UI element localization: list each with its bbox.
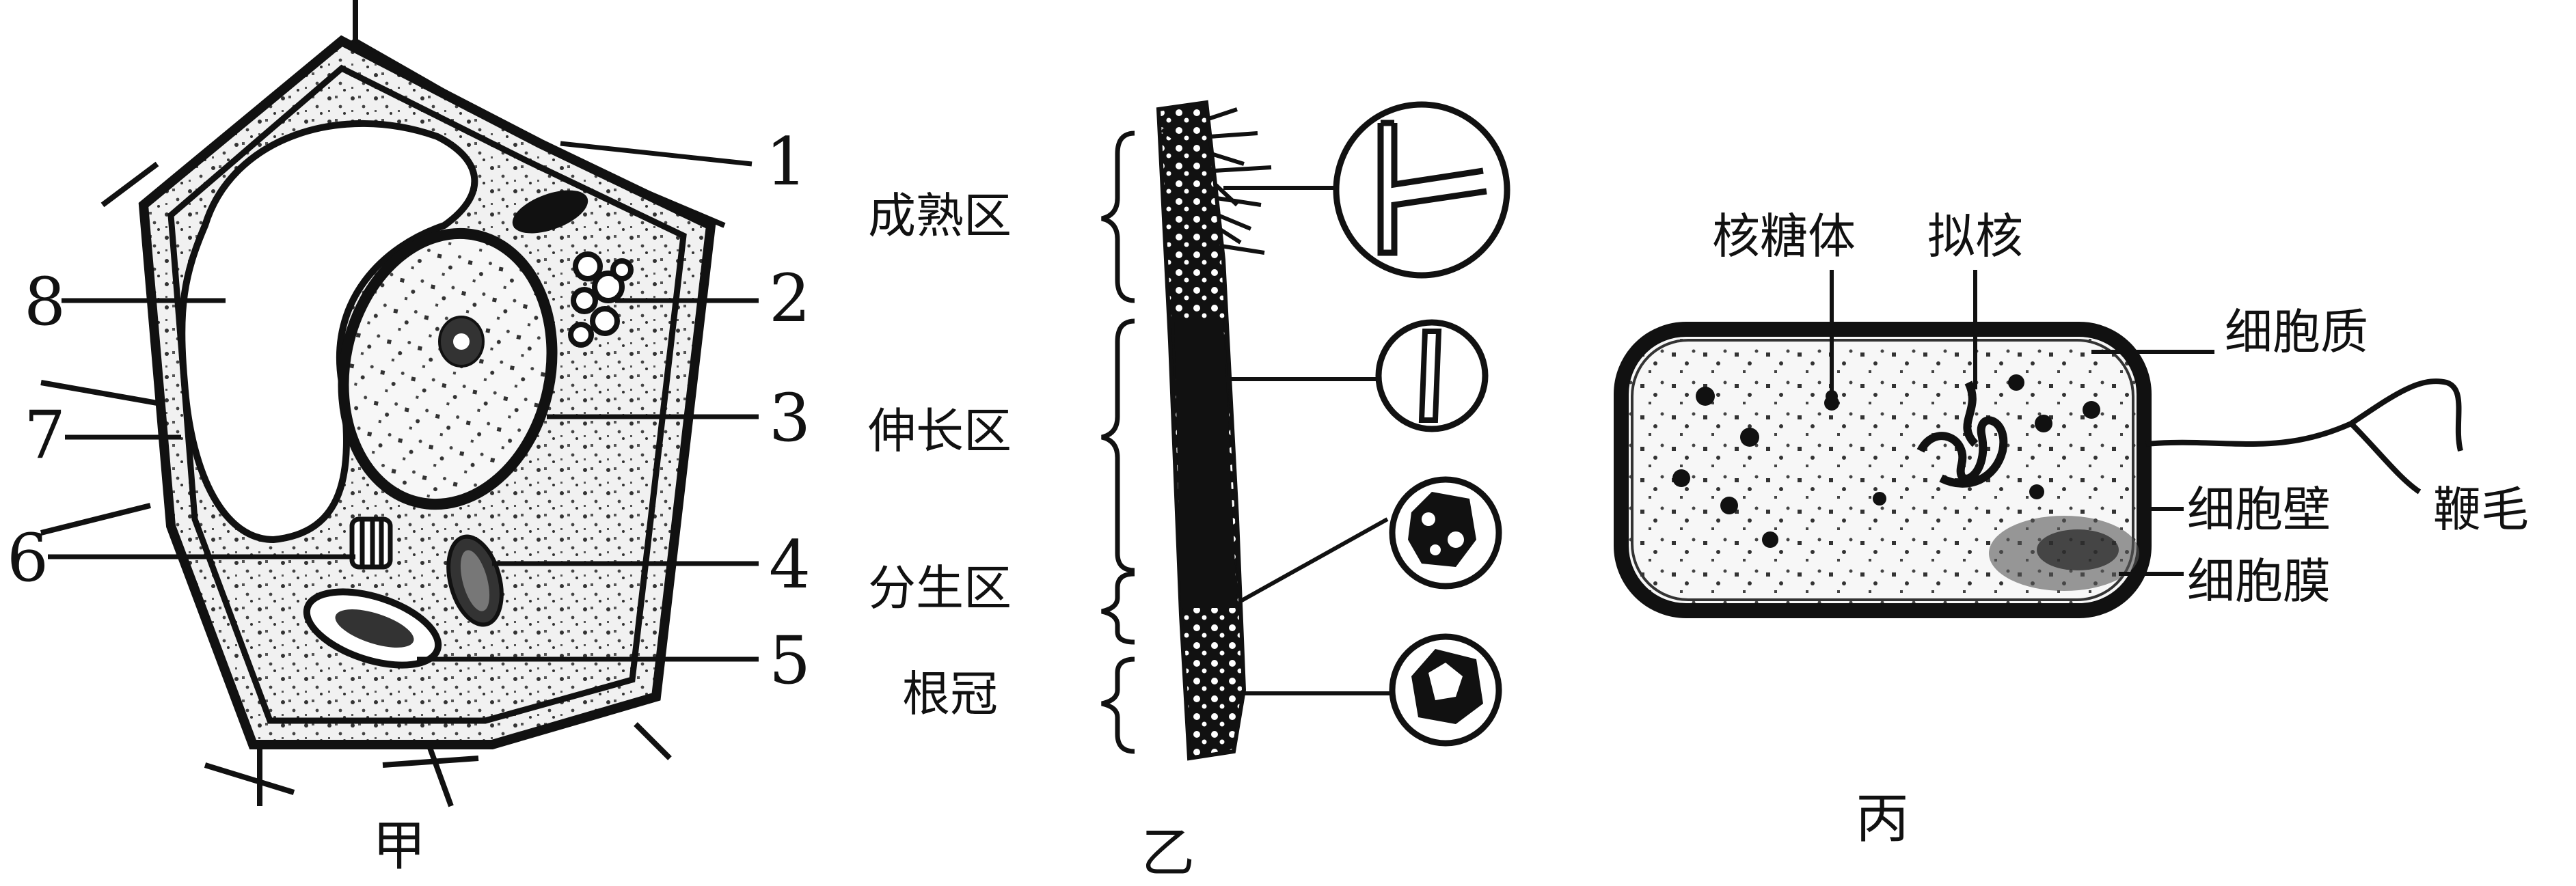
- flagellum: [2145, 378, 2463, 495]
- plant-label-7: 7: [24, 397, 66, 473]
- plant-label-3: 3: [769, 380, 811, 456]
- zone-maturation: 成熟区: [868, 188, 1012, 244]
- nucleoid: [1916, 380, 2008, 488]
- chloroplast: [512, 190, 588, 234]
- zone-rootcap: 根冠: [902, 666, 998, 722]
- plant-label-4: 4: [769, 527, 811, 603]
- plant-cell-diagram: 1 2 3 4 5 6 7 8 甲: [7, 0, 811, 877]
- label-ribosome: 核糖体: [1712, 208, 1856, 264]
- plant-cell-leaders: [48, 141, 759, 662]
- nucleus: [338, 227, 558, 510]
- root-tip-diagram: 成熟区 伸长区 分生区 根冠 乙: [868, 100, 1510, 884]
- bacterium-cell-membrane: [1631, 339, 2134, 601]
- bacterium-diagram: 核糖体 拟核 细胞质 鞭毛 细胞壁 细胞膜 丙: [1614, 208, 2529, 850]
- label-flagellum: 鞭毛: [2433, 482, 2529, 538]
- label-cell-membrane: 细胞膜: [2187, 553, 2331, 609]
- plant-label-1: 1: [765, 124, 807, 200]
- zone-brackets: [1101, 130, 1135, 754]
- root-hairs: [1161, 107, 1272, 255]
- ribbed-organelle: [349, 516, 393, 570]
- label-cytoplasm: 细胞质: [2225, 304, 2368, 360]
- label-cell-wall: 细胞壁: [2187, 482, 2331, 538]
- caption-yi: 乙: [1141, 822, 1195, 884]
- caption-jia: 甲: [372, 816, 426, 877]
- plant-label-2: 2: [769, 260, 811, 337]
- caption-bing: 丙: [1856, 788, 1909, 850]
- ribosomes: [1672, 374, 2100, 548]
- plant-label-5: 5: [769, 622, 811, 699]
- plant-label-6: 6: [7, 520, 49, 596]
- golgi-apparatus: [568, 251, 634, 348]
- bacterium-leaders: [1830, 270, 2214, 576]
- label-nucleoid: 拟核: [1927, 208, 2023, 264]
- zone-meristem: 分生区: [868, 560, 1012, 616]
- plant-label-8: 8: [24, 264, 66, 340]
- zone-elongation: 伸长区: [868, 403, 1012, 459]
- zoom-cells: [1223, 101, 1510, 747]
